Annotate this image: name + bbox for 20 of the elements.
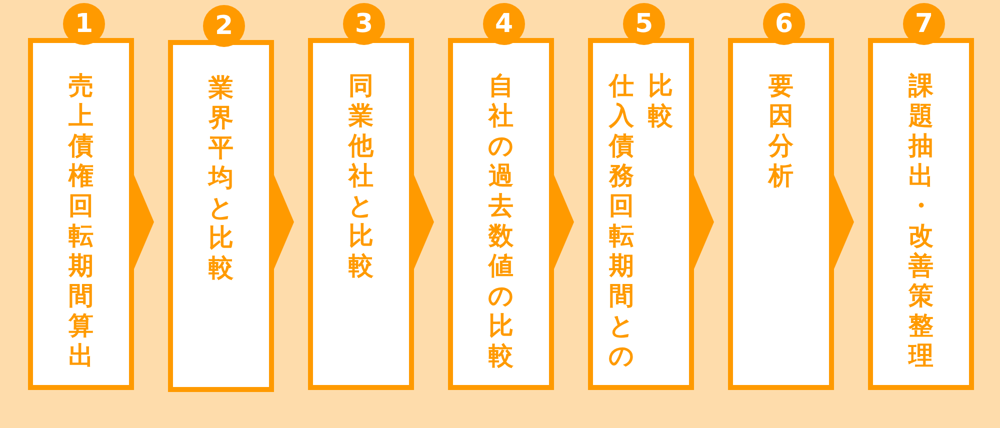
step-label: 課題抽出・改善策整理 <box>908 71 934 371</box>
step-label: 売上債権回転期間算出 <box>68 71 94 371</box>
step-number: 1 <box>63 3 105 45</box>
step-number: 6 <box>763 3 805 45</box>
step-number: 5 <box>623 3 665 45</box>
step-label: 業界平均と比較 <box>208 73 234 283</box>
step-label: 仕入債務回転期間との比較 <box>608 71 674 371</box>
chevron-arrow <box>834 175 854 269</box>
chevron-arrow <box>554 175 574 269</box>
step-number: 3 <box>343 3 385 45</box>
step-label: 同業他社と比較 <box>348 71 374 281</box>
chevron-arrow <box>274 175 294 269</box>
step-number: 2 <box>203 5 245 47</box>
chevron-arrow <box>134 175 154 269</box>
step-number: 4 <box>483 3 525 45</box>
step-number: 7 <box>903 3 945 45</box>
chevron-arrow <box>414 175 434 269</box>
step-label: 自社の過去数値の比較 <box>488 71 514 371</box>
chevron-arrow <box>694 175 714 269</box>
step-label: 要因分析 <box>768 71 794 191</box>
